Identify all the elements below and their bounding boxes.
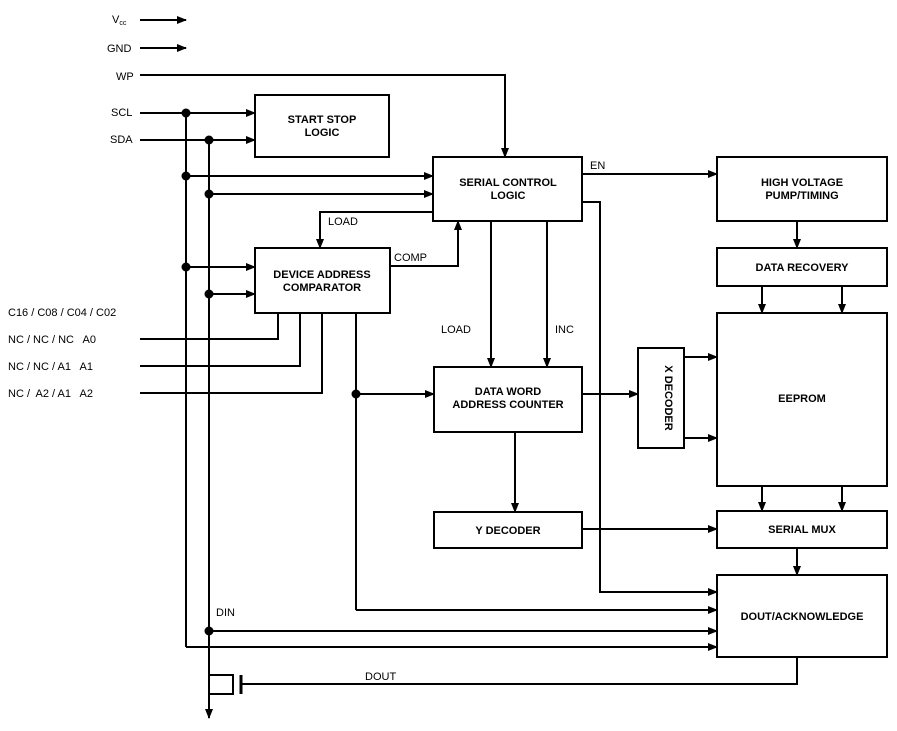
junction-dot xyxy=(181,108,191,118)
high-voltage-label-1: HIGH VOLTAGE xyxy=(761,177,843,189)
start-stop-label-2: LOGIC xyxy=(305,127,340,139)
vcc-pin-label: Vcc xyxy=(112,14,127,27)
start-stop-logic-block xyxy=(254,94,390,158)
dout-wire xyxy=(241,657,798,685)
junction-dot xyxy=(181,262,191,272)
transistor-channel xyxy=(209,674,234,695)
device-address-label-1: DEVICE ADDRESS xyxy=(273,269,370,281)
high-voltage-pump-block xyxy=(716,156,888,222)
eeprom-label: EEPROM xyxy=(778,393,826,405)
serial-control-label-2: LOGIC xyxy=(491,190,526,202)
comp-wire xyxy=(390,220,462,267)
serial-control-to-dout xyxy=(582,201,718,596)
comp-signal-label: COMP xyxy=(394,252,427,264)
serial-control-logic-block xyxy=(432,156,583,222)
high-voltage-label-2: PUMP/TIMING xyxy=(765,190,838,202)
device-address-comparator-block xyxy=(254,247,391,314)
a0-pin-label: NC / NC / NC A0 xyxy=(8,334,96,346)
en-signal-label: EN xyxy=(590,160,605,172)
sda-pin-label: SDA xyxy=(110,134,133,146)
junction-dot xyxy=(181,171,191,181)
dout-signal-label: DOUT xyxy=(365,671,396,683)
junction-dot xyxy=(204,626,214,636)
serial-control-label-1: SERIAL CONTROL xyxy=(459,177,557,189)
junction-dot xyxy=(204,135,214,145)
y-decoder-label: Y DECODER xyxy=(475,525,540,537)
dout-acknowledge-block xyxy=(716,574,888,658)
din-signal-label: DIN xyxy=(216,607,235,619)
data-word-address-counter-block xyxy=(433,366,583,433)
load-top-wire xyxy=(316,211,433,249)
dout-acknowledge-label: DOUT/ACKNOWLEDGE xyxy=(741,611,864,623)
eeprom-block xyxy=(716,312,888,487)
a2-wire xyxy=(140,313,323,394)
a1-pin-label: NC / NC / A1 A1 xyxy=(8,361,93,373)
data-word-label-1: DATA WORD xyxy=(475,386,541,398)
data-recovery-block xyxy=(716,247,888,287)
serial-mux-block xyxy=(716,510,888,549)
wp-pin-label: WP xyxy=(116,71,134,83)
inc-signal-label: INC xyxy=(555,324,574,336)
data-word-label-2: ADDRESS COUNTER xyxy=(452,399,563,411)
scl-pin-label: SCL xyxy=(111,107,132,119)
address-options-header: C16 / C08 / C04 / C02 xyxy=(8,307,116,319)
serial-mux-label: SERIAL MUX xyxy=(768,524,836,536)
data-recovery-label: DATA RECOVERY xyxy=(756,262,850,274)
a0-wire xyxy=(140,313,279,340)
load-signal-label: LOAD xyxy=(441,324,471,336)
junction-dot xyxy=(204,289,214,299)
device-address-label-2: COMPARATOR xyxy=(283,282,361,294)
a2-pin-label: NC / A2 / A1 A2 xyxy=(8,388,93,400)
y-decoder-block xyxy=(433,511,583,549)
gnd-pin-label: GND xyxy=(107,43,132,55)
wp-wire xyxy=(140,74,509,158)
junction-dot xyxy=(204,189,214,199)
x-decoder-label: X DECODER xyxy=(662,365,674,430)
x-decoder-block xyxy=(637,347,685,449)
start-stop-label-1: START STOP xyxy=(288,114,357,126)
load-top-signal-label: LOAD xyxy=(328,216,358,228)
a1-wire xyxy=(140,313,301,367)
